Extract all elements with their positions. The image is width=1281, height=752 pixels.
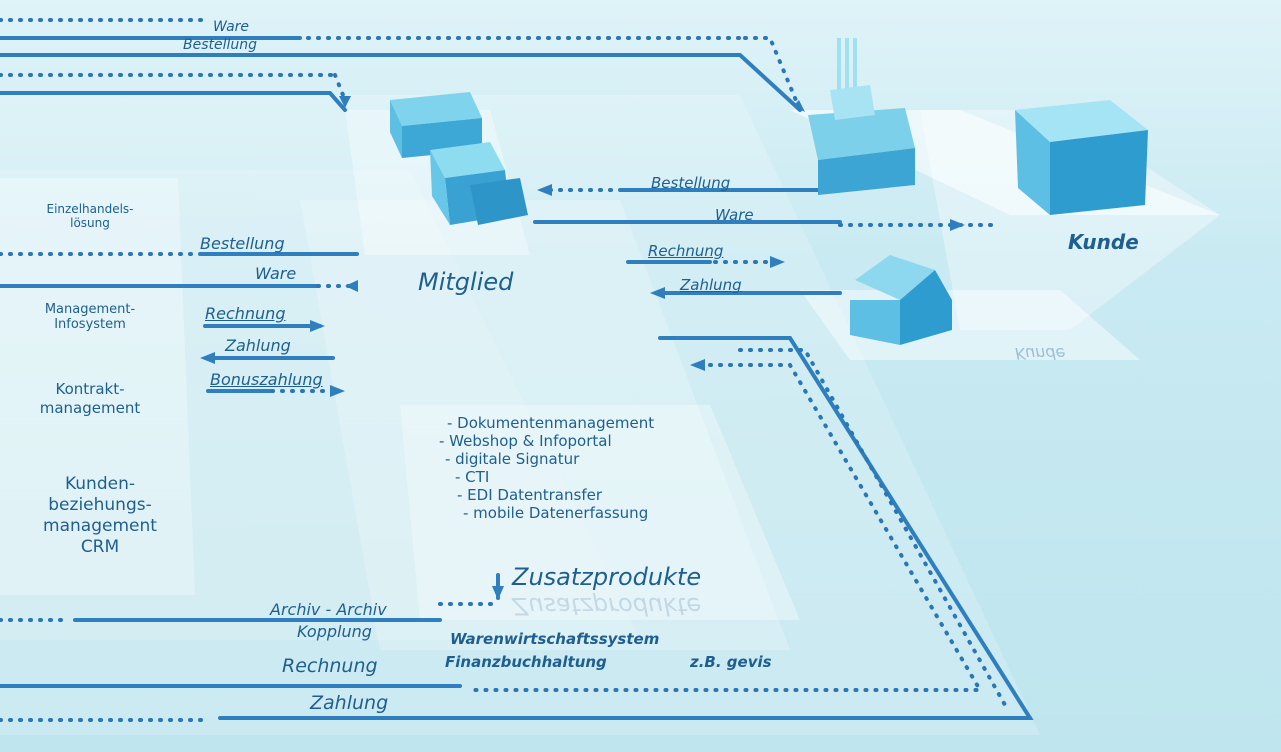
arrow-bestellung-in bbox=[537, 184, 552, 196]
shop-cube-icon bbox=[1015, 100, 1148, 215]
zusatz-title: Zusatzprodukte bbox=[512, 563, 702, 591]
module-einzelhandel: Einzelhandels- lösung bbox=[10, 202, 170, 230]
rechnung-bottom-label: Rechnung bbox=[282, 655, 378, 677]
zusatz-item: - mobile Datenerfassung bbox=[463, 504, 649, 522]
module-crm: Kunden- beziehungs- management CRM bbox=[10, 474, 190, 558]
right-zahlung-label: Zahlung bbox=[680, 276, 742, 294]
arrow-rechnung-out bbox=[770, 256, 785, 268]
arrow-left-ware bbox=[345, 280, 358, 292]
zusatz-list: - Dokumentenmanagement - Webshop & Infop… bbox=[427, 414, 654, 522]
zusatz-item: - Webshop & Infoportal bbox=[439, 432, 612, 450]
module-line: Kunden- bbox=[64, 474, 135, 494]
house-icon bbox=[850, 255, 952, 345]
gevis-label: z.B. gevis bbox=[690, 653, 772, 671]
zusatz-item: - EDI Datentransfer bbox=[457, 486, 602, 504]
zusatz-panel bbox=[400, 405, 800, 620]
top-ware-dots-down bbox=[743, 36, 802, 112]
arrow-top-down bbox=[339, 96, 351, 108]
arrow-ware-out bbox=[950, 219, 965, 231]
zusatz-item: - Dokumentenmanagement bbox=[447, 414, 655, 432]
outer-loop-dots bbox=[473, 363, 984, 692]
zusatz-reflection: Zusatzprodukte bbox=[512, 592, 702, 620]
top-bestellung-line bbox=[0, 53, 802, 112]
right-ware-label: Ware bbox=[715, 206, 754, 224]
module-line: management bbox=[43, 516, 157, 536]
top-ware-label: Ware bbox=[213, 19, 250, 35]
left-ware-label: Ware bbox=[255, 264, 297, 283]
factory-icon bbox=[808, 38, 915, 195]
left-bonus-label: Bonuszahlung bbox=[210, 370, 323, 389]
member-building-icon bbox=[390, 92, 528, 225]
module-column bbox=[0, 178, 195, 595]
left-zahlung-label: Zahlung bbox=[225, 336, 291, 355]
top-bestellung-label: Bestellung bbox=[183, 37, 258, 53]
arrow-zahlung-in bbox=[650, 287, 665, 299]
module-line: Infosystem bbox=[54, 317, 126, 332]
customer-label: Kunde bbox=[1068, 230, 1139, 254]
zusatz-item: - CTI bbox=[455, 468, 490, 486]
member-label: Mitglied bbox=[418, 268, 514, 296]
customer-reflection: Kunde bbox=[1015, 344, 1066, 363]
customer-platform-right bbox=[920, 110, 1220, 330]
zahlung-bottom-label: Zahlung bbox=[310, 692, 389, 714]
module-management-info: Management- Infosystem bbox=[10, 302, 170, 332]
module-line: management bbox=[39, 399, 141, 417]
member-base bbox=[300, 200, 790, 650]
finanz-label: Finanzbuchhaltung bbox=[445, 653, 607, 671]
module-line: CRM bbox=[80, 537, 120, 557]
module-kontrakt: Kontrakt- management bbox=[10, 380, 170, 418]
arrow-left-rechnung bbox=[310, 320, 325, 332]
module-line: Kontrakt- bbox=[55, 380, 125, 398]
warenwirtschaft-label: Warenwirtschaftssystem bbox=[450, 630, 660, 648]
left-bestellung-label: Bestellung bbox=[200, 234, 285, 253]
top-bestellung-dots-down bbox=[333, 73, 347, 102]
left-rechnung-label: Rechnung bbox=[205, 304, 286, 323]
right-bestellung-label: Bestellung bbox=[651, 174, 731, 192]
arrow-loop-in bbox=[690, 359, 705, 371]
module-line: lösung bbox=[70, 216, 110, 230]
kopplung-label: Kopplung bbox=[297, 622, 372, 641]
archiv-label: Archiv - Archiv bbox=[270, 600, 387, 619]
outer-loop-line bbox=[218, 336, 1034, 720]
right-rechnung-label: Rechnung bbox=[648, 242, 724, 260]
arrow-zusatz-down bbox=[492, 586, 504, 600]
arrow-left-zahlung bbox=[200, 352, 215, 364]
arrow-bonus bbox=[330, 385, 345, 397]
module-line: Einzelhandels- bbox=[46, 202, 134, 216]
arrow-top-right bbox=[793, 100, 805, 112]
top-long-line bbox=[0, 91, 347, 112]
module-line: Management- bbox=[44, 302, 136, 317]
module-line: beziehungs- bbox=[48, 495, 152, 515]
inner-loop-dots bbox=[738, 348, 1007, 707]
zusatz-item: - digitale Signatur bbox=[445, 450, 580, 468]
